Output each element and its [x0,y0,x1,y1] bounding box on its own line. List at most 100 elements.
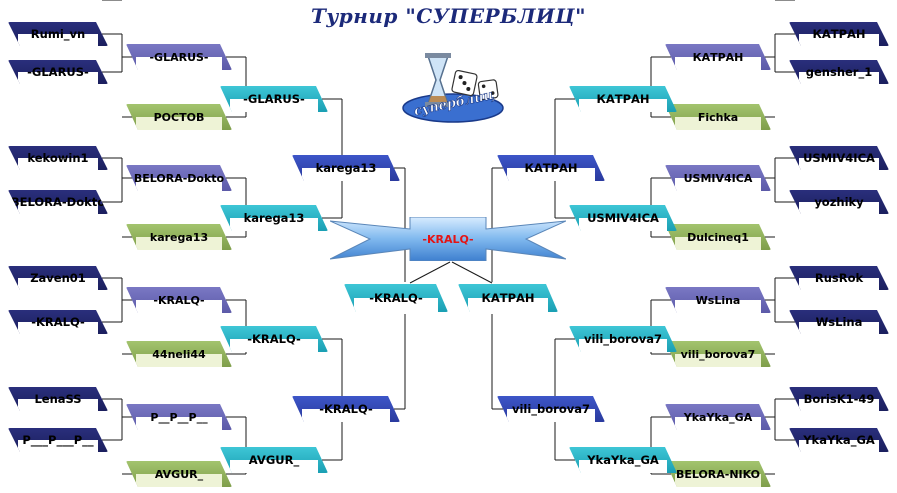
left-r1-player-box[interactable]: BELORA-Dokto [126,165,232,191]
player-name: -KRALQ- [247,332,301,346]
left-r0-player-box[interactable]: Zaven01 [8,266,108,290]
right-r2-player-box[interactable]: YkaYka_GA [569,447,677,473]
right-r0-player-box[interactable]: RusRok [789,266,889,290]
player-name: Fichka [697,110,739,124]
player-name: КАТРАН [596,92,650,106]
left-r0-player-box[interactable]: -GLARUS- [8,60,108,84]
left-r2-player-box[interactable]: AVGUR_ [220,447,328,473]
superblitz-logo: суперблиц [398,52,508,128]
player-name: vili_borova7 [680,347,756,361]
player-name: Zaven01 [30,271,86,285]
left-r0-player-box[interactable]: LenaSS [8,387,108,411]
player-name: karega13 [243,211,305,225]
player-name: -GLARUS- [149,50,209,64]
finalists-f-player-box[interactable]: КАТРАН [458,284,558,312]
left-r0-player-box[interactable]: P___P___P__ [8,428,108,452]
right-r2-player-box[interactable]: vili_borova7 [569,326,677,352]
player-name: karega13 [315,161,377,175]
bracket-connector [451,261,493,284]
left-r0-player-box[interactable]: Rumi_vn [8,22,108,46]
right-r0-player-box[interactable]: КАТРАН [789,22,889,46]
left-r2-player-box[interactable]: -GLARUS- [220,86,328,112]
player-name: BELORA-Dokto [10,195,106,209]
left-r0-player-box[interactable]: -KRALQ- [8,310,108,334]
player-name: WsLina [815,315,863,329]
player-name: BELORA-NIKO [675,467,761,481]
player-name: BorisK1-49 [803,392,875,406]
player-name: КАТРАН [524,161,578,175]
right-r1-player-box[interactable]: BELORA-NIKO [665,461,771,487]
left-r1-player-box[interactable]: karega13 [126,224,232,250]
player-name: YkaYka_GA [683,410,753,424]
player-name: WsLina [695,293,741,307]
right-r1-player-box[interactable]: WsLina [665,287,771,313]
player-name: -GLARUS- [243,92,305,106]
right-r0-player-box[interactable]: yozhiky [789,190,889,214]
right-r1-player-box[interactable]: КАТРАН [665,44,771,70]
player-name: AVGUR_ [154,467,204,481]
left-r1-player-box[interactable]: AVGUR_ [126,461,232,487]
player-name: Rumi_vn [30,27,86,41]
player-name: P___P___P__ [22,433,94,447]
hourglass-dice-icon [402,53,504,123]
player-name: YkaYka_GA [803,433,875,447]
finalists-f-player-box[interactable]: -KRALQ- [344,284,448,312]
player-name: -GLARUS- [27,65,89,79]
right-r1-player-box[interactable]: Fichka [665,104,771,130]
player-name: vili_borova7 [583,332,663,346]
player-name: P__P__P__ [150,410,208,424]
bracket-connector [409,261,451,284]
right-r0-player-box[interactable]: USMIV4ICA [789,146,889,170]
left-r1-player-box[interactable]: РОСТОВ [126,104,232,130]
player-name: AVGUR_ [248,453,300,467]
player-name: 44neli44 [152,347,206,361]
left-r1-player-box[interactable]: 44neli44 [126,341,232,367]
winner-arrow-banner [330,217,566,261]
player-name: kekowin1 [27,151,89,165]
left-r1-player-box[interactable]: -KRALQ- [126,287,232,313]
player-name: gensher_1 [805,65,873,79]
player-name: -KRALQ- [31,315,85,329]
player-name: YkaYka_GA [587,453,659,467]
left-r2-player-box[interactable]: -KRALQ- [220,326,328,352]
right-r0-player-box[interactable]: YkaYka_GA [789,428,889,452]
right-r1-player-box[interactable]: YkaYka_GA [665,404,771,430]
player-name: -KRALQ- [369,291,423,305]
left-r1-player-box[interactable]: P__P__P__ [126,404,232,430]
right-r1-player-box[interactable]: Dulcineq1 [665,224,771,250]
right-r0-player-box[interactable]: WsLina [789,310,889,334]
player-name: КАТРАН [812,27,866,41]
right-r2-player-box[interactable]: USMIV4ICA [569,205,677,231]
player-name: РОСТОВ [153,110,205,124]
right-r0-player-box[interactable]: gensher_1 [789,60,889,84]
left-r1-player-box[interactable]: -GLARUS- [126,44,232,70]
player-name: LenaSS [34,392,82,406]
right-r0-player-box[interactable]: BorisK1-49 [789,387,889,411]
player-name: karega13 [149,230,209,244]
left-r3-player-box[interactable]: -KRALQ- [292,396,400,422]
left-r3-player-box[interactable]: karega13 [292,155,400,181]
player-name: yozhiky [814,195,864,209]
player-name: Dulcineq1 [687,230,749,244]
final-winner-banner[interactable]: -KRALQ- [330,217,566,261]
player-name: -KRALQ- [319,402,373,416]
right-r2-player-box[interactable]: КАТРАН [569,86,677,112]
player-name: USMIV4ICA [587,211,659,225]
player-name: КАТРАН [692,50,744,64]
player-name: RusRok [814,271,864,285]
player-name: BELORA-Dokto [133,171,225,185]
left-r0-player-box[interactable]: BELORA-Dokto [8,190,108,214]
left-r2-player-box[interactable]: karega13 [220,205,328,231]
right-r3-player-box[interactable]: КАТРАН [497,155,605,181]
winner-name: -KRALQ- [422,233,474,246]
left-r0-player-box[interactable]: kekowin1 [8,146,108,170]
player-name: USMIV4ICA [803,151,875,165]
player-name: vili_borova7 [511,402,591,416]
player-name: КАТРАН [481,291,535,305]
right-r3-player-box[interactable]: vili_borova7 [497,396,605,422]
right-r1-player-box[interactable]: vili_borova7 [665,341,771,367]
right-r1-player-box[interactable]: USMIV4ICA [665,165,771,191]
page-title: Турнир "СУПЕРБЛИЦ" [310,4,587,28]
player-name: -KRALQ- [153,293,205,307]
